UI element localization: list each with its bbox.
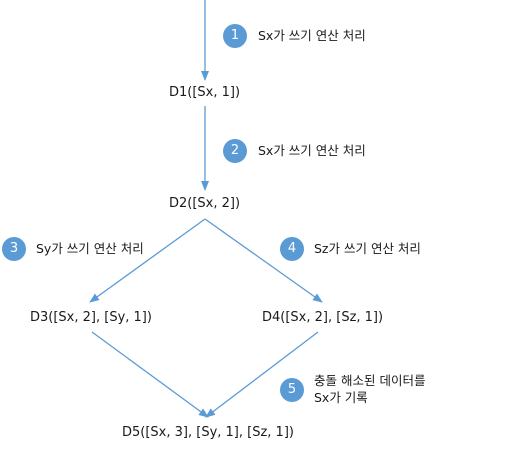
step-3-badge: 3: [2, 237, 26, 261]
step-5-badge: 5: [280, 378, 304, 402]
step-1-label: Sx가 쓰기 연산 처리: [258, 28, 366, 43]
node-d4: D4([Sx, 2], [Sz, 1]): [262, 310, 384, 325]
step-4-badge: 4: [280, 237, 304, 261]
arrow-d2-to-d3: [89, 218, 206, 303]
arrow-d3-to-d5: [91, 331, 209, 418]
step-1-badge: 1: [223, 24, 247, 48]
arrow-d4-to-d5: [205, 331, 319, 418]
step-5-label-line2: Sx가 기록: [314, 390, 368, 405]
step-5-label-line1: 충돌 해소된 데이터를: [314, 373, 426, 388]
node-d5: D5([Sx, 3], [Sy, 1], [Sz, 1]): [122, 425, 294, 440]
step-2-badge: 2: [223, 139, 247, 163]
step-3-label: Sy가 쓰기 연산 처리: [36, 241, 144, 256]
node-d1: D1([Sx, 1]): [169, 85, 241, 100]
step-2-label: Sx가 쓰기 연산 처리: [258, 143, 366, 158]
node-d3: D3([Sx, 2], [Sy, 1]): [30, 310, 152, 325]
step-4-label: Sz가 쓰기 연산 처리: [314, 241, 421, 256]
arrow-d2-to-d4: [204, 218, 323, 303]
node-d2: D2([Sx, 2]): [169, 196, 241, 211]
